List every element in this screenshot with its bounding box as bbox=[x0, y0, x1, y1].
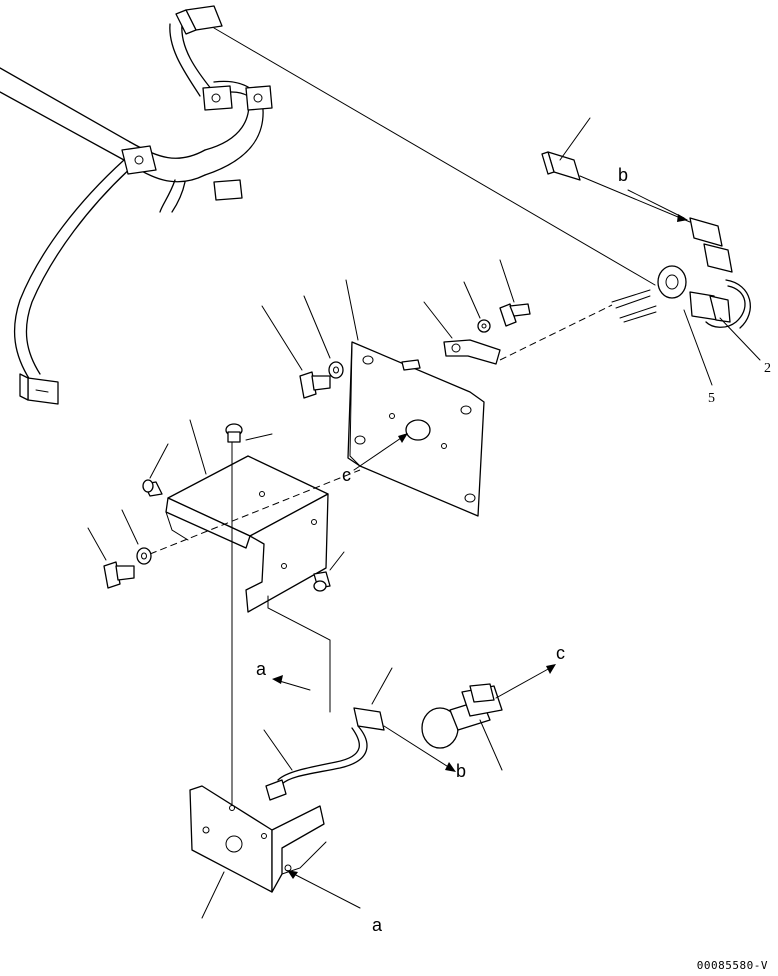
main-wire-harness bbox=[0, 23, 264, 381]
ref-label-a-lower: a bbox=[372, 915, 383, 935]
top-harness-connector bbox=[175, 5, 223, 35]
mounting-plate bbox=[345, 279, 485, 517]
screw-left bbox=[142, 443, 169, 497]
bottom-bracket bbox=[189, 785, 361, 919]
washer-upper-right bbox=[463, 281, 491, 333]
bolt-lower-left bbox=[87, 527, 135, 589]
projection-line-plate bbox=[499, 304, 613, 361]
bolt-upper-right bbox=[499, 259, 531, 327]
harness-end-connector bbox=[19, 373, 59, 405]
sensor-cable bbox=[263, 725, 368, 801]
harness-branch-connector bbox=[213, 179, 243, 201]
arrow-a-upper bbox=[275, 679, 311, 691]
screw-lower-right bbox=[313, 551, 345, 592]
wire-clip bbox=[423, 301, 501, 365]
arrow-b-upper bbox=[627, 189, 685, 219]
ref-label-b-lower: b bbox=[456, 761, 467, 781]
ref-label-a-upper: a bbox=[256, 659, 267, 679]
right-connector-assembly bbox=[541, 117, 761, 386]
bolt-plate-left bbox=[261, 305, 331, 399]
push-switch bbox=[421, 667, 551, 771]
ref-label-c-plate: c bbox=[342, 465, 351, 485]
harness-clamp-mid bbox=[202, 85, 273, 111]
arrow-c-switch bbox=[546, 664, 556, 674]
washer-lower-left bbox=[121, 509, 152, 565]
washer-plate-left bbox=[303, 295, 344, 379]
ref-label-c-switch: c bbox=[556, 643, 565, 663]
arrow-b-lower bbox=[445, 762, 456, 772]
reference-panel-a bbox=[267, 595, 331, 713]
projection-line-top bbox=[213, 27, 656, 286]
arrow-a-lower bbox=[287, 870, 298, 879]
projection-line-bracket bbox=[149, 469, 361, 555]
document-code: 00085580-V bbox=[696, 959, 768, 972]
connector-lower bbox=[353, 667, 451, 769]
ref-label-b-upper: b bbox=[618, 165, 629, 185]
harness-clamp-left bbox=[121, 145, 157, 175]
arrow-c-plate bbox=[353, 435, 405, 471]
part-number-2: 2 bbox=[764, 361, 771, 376]
bent-cover-bracket bbox=[165, 419, 329, 613]
screw-top bbox=[225, 423, 273, 443]
part-number-5: 5 bbox=[708, 391, 715, 406]
